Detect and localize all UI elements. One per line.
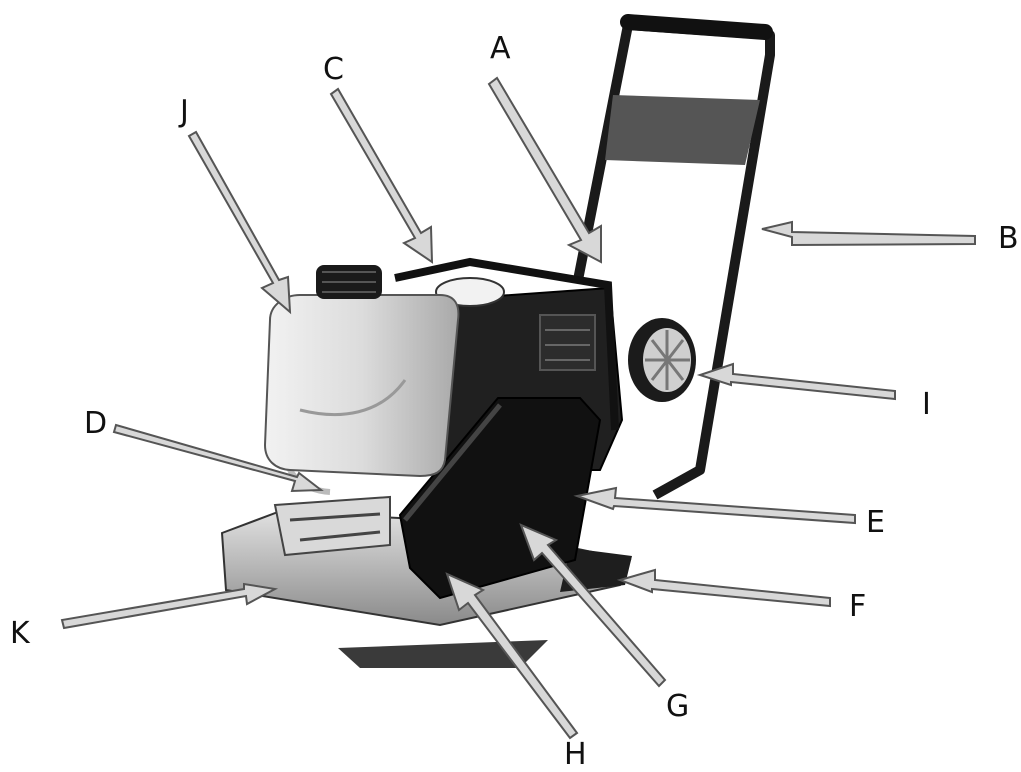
arrow-k xyxy=(60,582,279,630)
engine-frame xyxy=(394,257,619,431)
arrow-c xyxy=(329,87,434,264)
handle-panel xyxy=(605,95,760,165)
arrow-i xyxy=(696,362,896,401)
arrow-a xyxy=(487,76,602,264)
callout-arrows xyxy=(60,76,976,740)
water-tank xyxy=(263,294,460,478)
arrow-f xyxy=(616,568,831,608)
callout-label-b: B xyxy=(998,221,1019,256)
callout-label-d: D xyxy=(84,406,107,441)
cover-edge xyxy=(403,403,502,522)
handle-frame xyxy=(573,20,775,500)
callout-labels: A B C D E F G H I J K xyxy=(10,31,1019,772)
callout-label-f: F xyxy=(849,589,866,624)
callout-label-h: H xyxy=(564,737,587,772)
callout-label-k: K xyxy=(10,616,31,651)
callout-label-a: A xyxy=(490,31,511,66)
callout-label-g: G xyxy=(666,689,689,724)
callout-label-i: I xyxy=(922,387,931,422)
callout-label-j: J xyxy=(178,94,189,129)
arrow-h xyxy=(445,572,579,740)
callout-label-e: E xyxy=(866,505,885,540)
callout-label-c: C xyxy=(323,52,344,87)
arrow-j xyxy=(187,130,292,315)
arrow-e xyxy=(573,486,856,525)
wheel xyxy=(628,318,696,402)
arrow-d xyxy=(112,423,324,493)
machine-illustration xyxy=(220,14,775,668)
arrow-g xyxy=(519,523,667,688)
handle-grip xyxy=(620,14,773,40)
exciter-housing xyxy=(273,495,391,557)
base-plate-shadow xyxy=(338,640,548,668)
arrow-b xyxy=(761,220,976,247)
